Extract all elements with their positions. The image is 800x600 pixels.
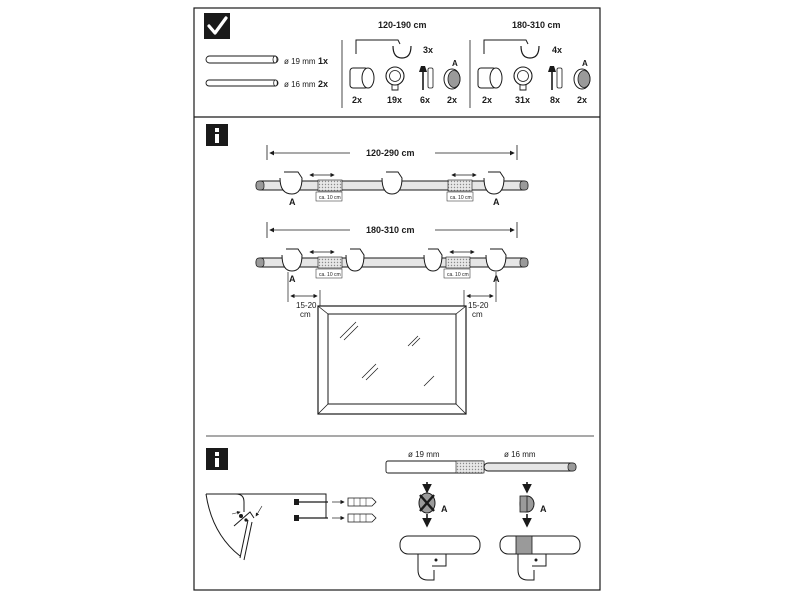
end-cap-icon (349, 67, 375, 89)
adapter-ring-icon (443, 68, 461, 90)
variant-1-gap-right: ca. 10 cm (450, 195, 472, 201)
info-icon (206, 448, 228, 470)
mounting-section: ø 19 mm ø 16 mm A A (205, 448, 581, 581)
bracket-icon (355, 39, 412, 59)
rod-small-label: ø 16 mm (504, 450, 536, 459)
adapter-ring-icon (573, 68, 591, 90)
overhang-left-value: 15-20 (296, 301, 317, 310)
window-illustration (317, 305, 467, 415)
variant-2-label-a-left: A (289, 274, 296, 284)
overhang-right: 15-20 cm (463, 272, 497, 319)
rod-19mm-diameter: ø 19 mm (284, 57, 316, 66)
screw-icon (294, 499, 328, 521)
overhang-left-unit: cm (300, 310, 311, 319)
mount-16mm-label-a: A (540, 504, 547, 514)
wall-mount-illustration (205, 493, 377, 561)
end-cap-icon (477, 67, 503, 89)
contents-section: ø 19 mm 1x ø 16 mm 2x 120-190 cm 3x 2x (204, 13, 591, 108)
rod-19mm (205, 55, 279, 64)
mount-detail-16mm: A (499, 482, 581, 581)
set-small-range: 120-190 cm (378, 20, 427, 30)
rod-combo (385, 460, 577, 474)
set-large-part-a: A (582, 59, 588, 68)
curtain-ring-icon (385, 66, 405, 91)
screw-dowel-icon (419, 66, 434, 90)
variant-1-gap-left: ca. 10 cm (319, 195, 341, 201)
set-small-adapter-qty: 2x (447, 95, 457, 105)
set-large-ring-qty: 31x (515, 95, 530, 105)
rod-19mm-qty: 1x (318, 56, 328, 66)
set-small-ring-qty: 19x (387, 95, 402, 105)
screw-dowel-icon (548, 66, 563, 90)
variant-1-label-a-left: A (289, 197, 296, 207)
variant-2: 180-310 cm ca. 10 cm ca. 10 cm A A (255, 222, 529, 284)
set-large-adapter-qty: 2x (577, 95, 587, 105)
rod-large-label: ø 19 mm (408, 450, 440, 459)
assembly-section: 120-290 cm ca. 10 cm ca. 10 cm A A (206, 124, 529, 415)
check-icon (204, 13, 230, 39)
variant-2-gap-left: ca. 10 cm (319, 272, 341, 278)
rod-16mm (205, 79, 279, 87)
bracket-icon (483, 39, 540, 59)
variant-2-gap-right: ca. 10 cm (447, 272, 469, 278)
variant-1-range: 120-290 cm (366, 148, 415, 158)
set-small-cap-qty: 2x (352, 95, 362, 105)
set-large-cap-qty: 2x (482, 95, 492, 105)
mount-19mm-label-a: A (441, 504, 448, 514)
set-small-screw-qty: 6x (420, 95, 430, 105)
set-large-range: 180-310 cm (512, 20, 561, 30)
set-small: 120-190 cm 3x 2x 19x 6x (341, 20, 461, 108)
set-small-part-a: A (452, 59, 458, 68)
overhang-right-value: 15-20 (468, 301, 489, 310)
variant-2-range: 180-310 cm (366, 225, 415, 235)
variant-1: 120-290 cm ca. 10 cm ca. 10 cm A A (255, 145, 529, 207)
set-large-screw-qty: 8x (550, 95, 560, 105)
mount-detail-19mm: A (399, 482, 481, 581)
variant-1-label-a-right: A (493, 197, 500, 207)
info-icon (206, 124, 228, 146)
overhang-right-unit: cm (472, 310, 483, 319)
rod-assembly (255, 248, 529, 272)
rod-16mm-qty: 2x (318, 79, 328, 89)
set-small-bracket-qty: 3x (423, 45, 433, 55)
set-large: 180-310 cm 4x 2x 31x 8x (469, 20, 591, 108)
dowel-icon (347, 497, 377, 523)
rod-16mm-diameter: ø 16 mm (284, 80, 316, 89)
page-frame (193, 7, 601, 591)
variant-2-label-a-right: A (493, 274, 500, 284)
rod-assembly (255, 171, 529, 195)
curtain-ring-icon (513, 66, 533, 91)
set-large-bracket-qty: 4x (552, 45, 562, 55)
